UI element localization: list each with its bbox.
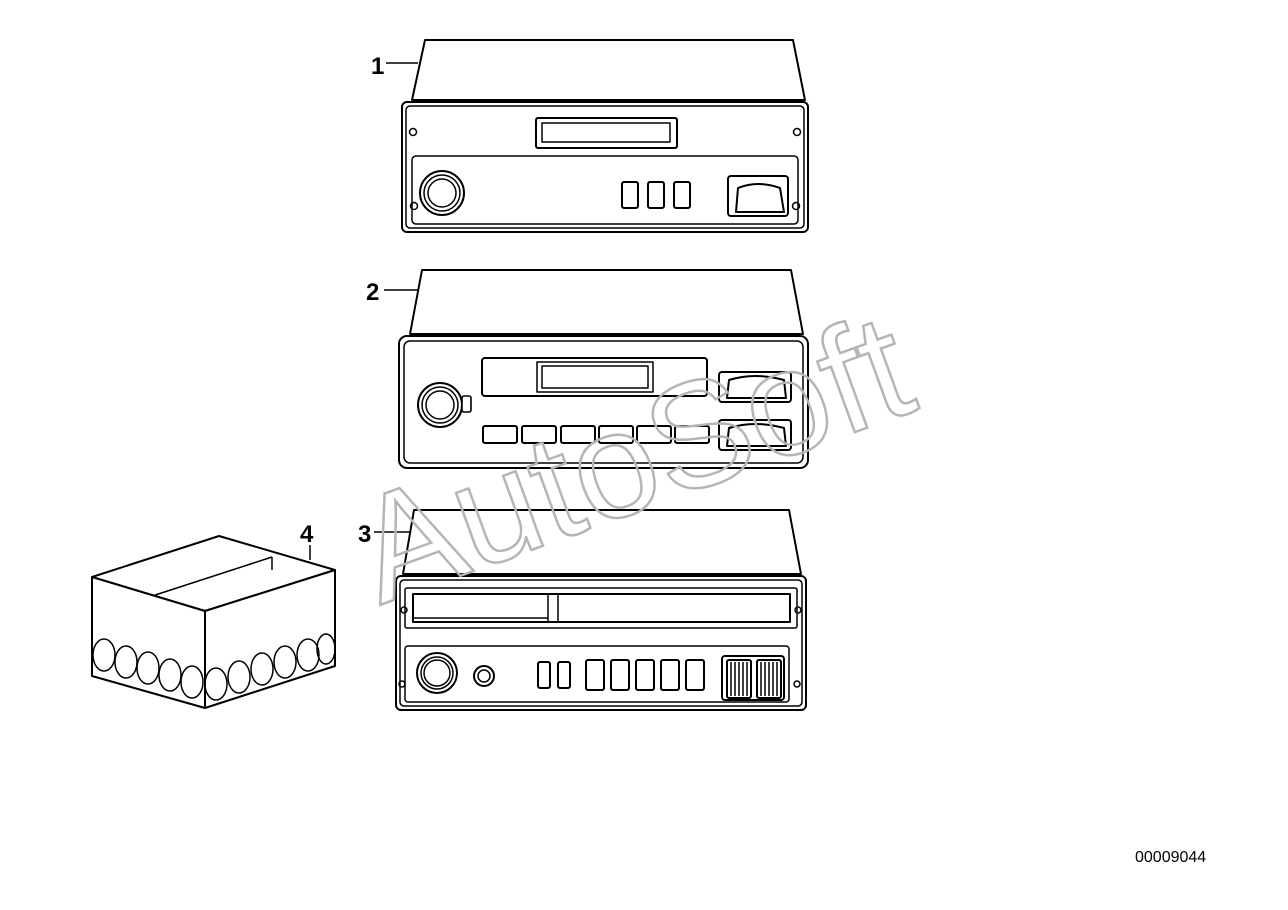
callout-4: 4 [300,521,314,548]
speaker-cones [92,633,336,701]
small-switches[interactable] [537,661,571,689]
preset-buttons[interactable] [621,181,691,209]
reference-number: 00009044 [1135,849,1206,866]
preset-buttons-row[interactable] [482,425,710,444]
radio-unit-1[interactable] [401,39,809,233]
tuning-knob[interactable] [417,382,472,428]
volume-knob-3[interactable] [416,652,458,694]
speaker-box-4[interactable] [91,535,336,709]
thumbwheel-control[interactable] [721,655,785,701]
volume-knob[interactable] [419,170,465,216]
callout-1: 1 [371,53,384,80]
preset-buttons-3[interactable] [585,659,705,691]
radio-unit-3[interactable] [395,509,807,711]
balance-knob[interactable] [473,665,495,687]
rocker-switch[interactable] [727,175,789,217]
callout-2: 2 [366,279,379,306]
rocker-switches[interactable] [718,371,792,451]
radio-unit-2[interactable] [398,269,809,469]
callout-3: 3 [358,521,371,548]
